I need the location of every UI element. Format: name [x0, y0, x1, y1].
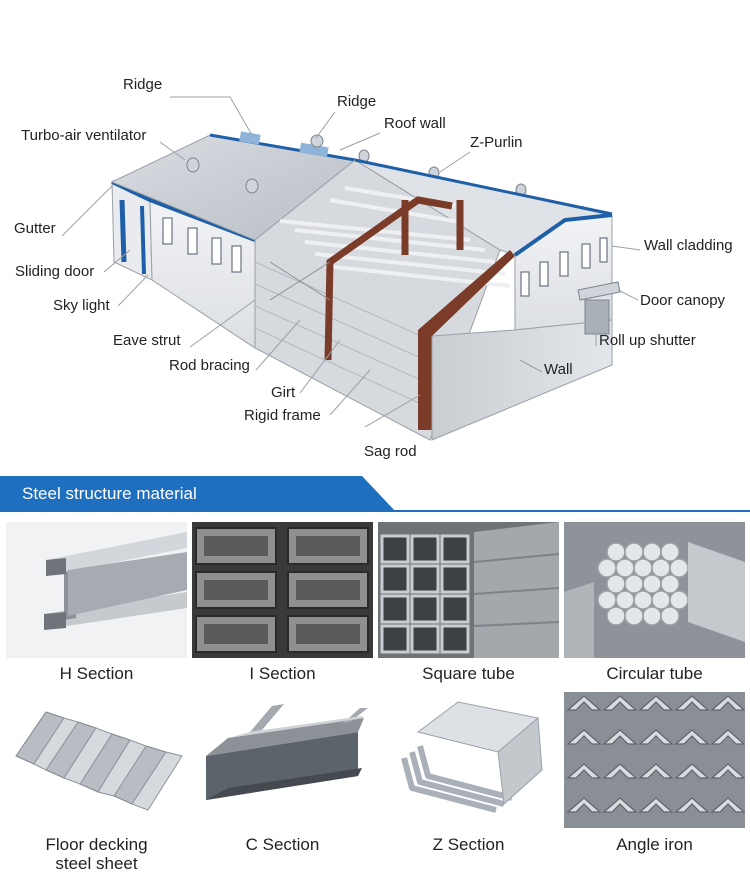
- label-ridge-left: Ridge: [123, 76, 163, 93]
- ridge-cap: [209, 133, 356, 162]
- angle-iron-photo-icon: [564, 692, 745, 828]
- caption-floor-decking: Floor decking steel sheet: [45, 835, 148, 873]
- h-beam-photo-icon: [6, 522, 187, 658]
- label-rigid-frame: Rigid frame: [244, 407, 321, 424]
- label-eave-strut: Eave strut: [113, 332, 181, 349]
- z-purlin-photo-icon: [378, 692, 559, 828]
- label-z-purlin: Z-Purlin: [470, 134, 523, 151]
- caption-c-section: C Section: [245, 835, 320, 854]
- label-gutter: Gutter: [14, 220, 56, 237]
- label-roll-up-shutter: Roll up shutter: [599, 332, 696, 349]
- rigid-frames: [324, 196, 464, 361]
- label-ridge-right: Ridge: [337, 93, 377, 110]
- circular-tube-photo-icon: [564, 522, 745, 658]
- label-wall: Wall: [544, 361, 573, 378]
- caption-angle-iron: Angle iron: [616, 835, 693, 854]
- rod-bracing: [269, 261, 331, 301]
- label-sky-light: Sky light: [53, 297, 110, 314]
- label-rod-bracing: Rod bracing: [169, 357, 250, 374]
- floor-decking-photo-icon: [6, 692, 187, 828]
- caption-circular-tube: Circular tube: [606, 664, 703, 683]
- label-sag-rod: Sag rod: [364, 443, 417, 460]
- blue-trim-left: [111, 180, 256, 242]
- tile-i-section: [192, 522, 373, 658]
- girts: [254, 261, 431, 409]
- c-channel-photo-icon: [192, 692, 373, 828]
- label-roof-wall: Roof wall: [384, 115, 446, 132]
- caption-z-section: Z Section: [432, 835, 505, 854]
- label-turbo-air-ventilator: Turbo-air ventilator: [21, 127, 147, 144]
- tile-angle-iron: [564, 692, 745, 828]
- caption-i-section: I Section: [249, 664, 316, 683]
- i-beam-stack-photo-icon: [192, 522, 373, 658]
- steel-building-diagram: [61, 96, 641, 441]
- tile-z-section: [378, 692, 559, 828]
- leader-lines: [61, 96, 641, 428]
- label-door-canopy: Door canopy: [640, 292, 726, 309]
- square-tube-photo-icon: [378, 522, 559, 658]
- rigid-frame-end: [418, 250, 515, 430]
- door-canopy: [577, 281, 621, 301]
- turbo-ventilators: [186, 134, 527, 197]
- roll-up-shutter: [584, 299, 610, 335]
- label-girt: Girt: [271, 384, 296, 401]
- label-sliding-door: Sliding door: [15, 263, 95, 280]
- tile-floor-decking: [6, 692, 187, 828]
- label-wall-cladding: Wall cladding: [644, 237, 733, 254]
- tile-square-tube: [378, 522, 559, 658]
- caption-h-section: H Section: [59, 664, 134, 683]
- section-banner: [0, 476, 750, 512]
- windows-left: [162, 217, 242, 273]
- caption-square-tube: Square tube: [422, 664, 515, 683]
- section-title: Steel structure material: [22, 484, 197, 503]
- wall-lower: [431, 319, 613, 441]
- tile-h-section: [6, 522, 187, 658]
- tile-c-section: [192, 692, 373, 828]
- windows-right: [520, 237, 608, 297]
- tile-circular-tube: [564, 522, 745, 658]
